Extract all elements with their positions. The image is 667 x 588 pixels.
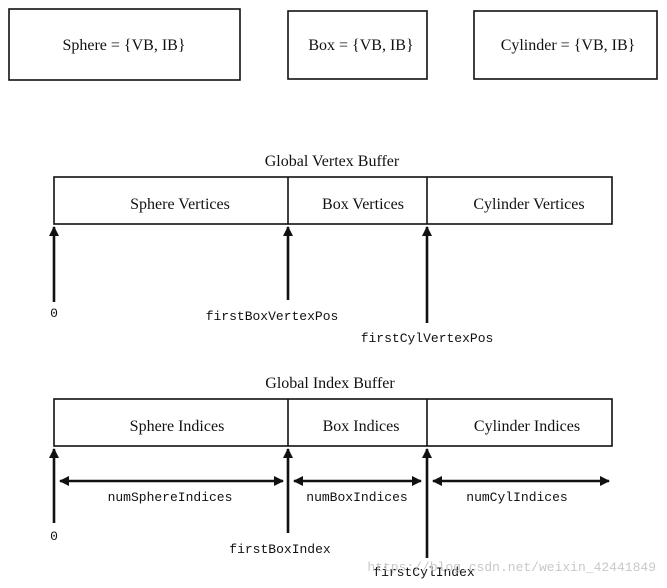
segment-sphere-indices: Sphere Indices	[130, 418, 225, 435]
sphere-mesh-label: Sphere = {VB, IB}	[62, 37, 185, 54]
sphere-mesh-box	[8, 8, 241, 81]
index-pointer-cyl-label: firstCylIndex	[373, 565, 475, 580]
span-cyl-indices-label: numCylIndices	[466, 490, 567, 505]
vertex-pointer-zero-label: 0	[50, 306, 58, 321]
vertex-pointer-box-label: firstBoxVertexPos	[206, 309, 339, 324]
mesh-boxes: Sphere = {VB, IB} Box = {VB, IB} Cylinde…	[8, 8, 658, 81]
vertex-buffer-title: Global Vertex Buffer	[265, 153, 400, 170]
span-sphere-indices-label: numSphereIndices	[108, 490, 233, 505]
segment-cylinder-indices: Cylinder Indices	[474, 418, 580, 435]
index-buffer-title: Global Index Buffer	[265, 375, 395, 392]
box-mesh-label: Box = {VB, IB}	[308, 37, 413, 54]
cylinder-mesh-box	[473, 10, 658, 80]
index-pointer-zero-label: 0	[50, 529, 58, 544]
box-mesh-box	[287, 10, 428, 80]
span-box-indices-label: numBoxIndices	[306, 490, 407, 505]
cylinder-mesh-label: Cylinder = {VB, IB}	[501, 37, 636, 54]
vertex-pointer-cyl-label: firstCylVertexPos	[361, 331, 494, 346]
vertex-buffer-section: Global Vertex Buffer Sphere Vertices Box…	[49, 153, 613, 346]
vertex-buffer-bar	[53, 176, 613, 225]
segment-cylinder-vertices: Cylinder Vertices	[473, 196, 584, 213]
segment-box-vertices: Box Vertices	[322, 196, 404, 213]
watermark-text: https://blog.csdn.net/weixin_42441849	[367, 560, 656, 575]
index-pointer-box-label: firstBoxIndex	[229, 542, 331, 557]
index-buffer-section: Global Index Buffer Sphere Indices Box I…	[49, 375, 613, 580]
index-buffer-bar	[53, 398, 613, 447]
segment-sphere-vertices: Sphere Vertices	[130, 196, 230, 213]
segment-box-indices: Box Indices	[323, 418, 400, 435]
